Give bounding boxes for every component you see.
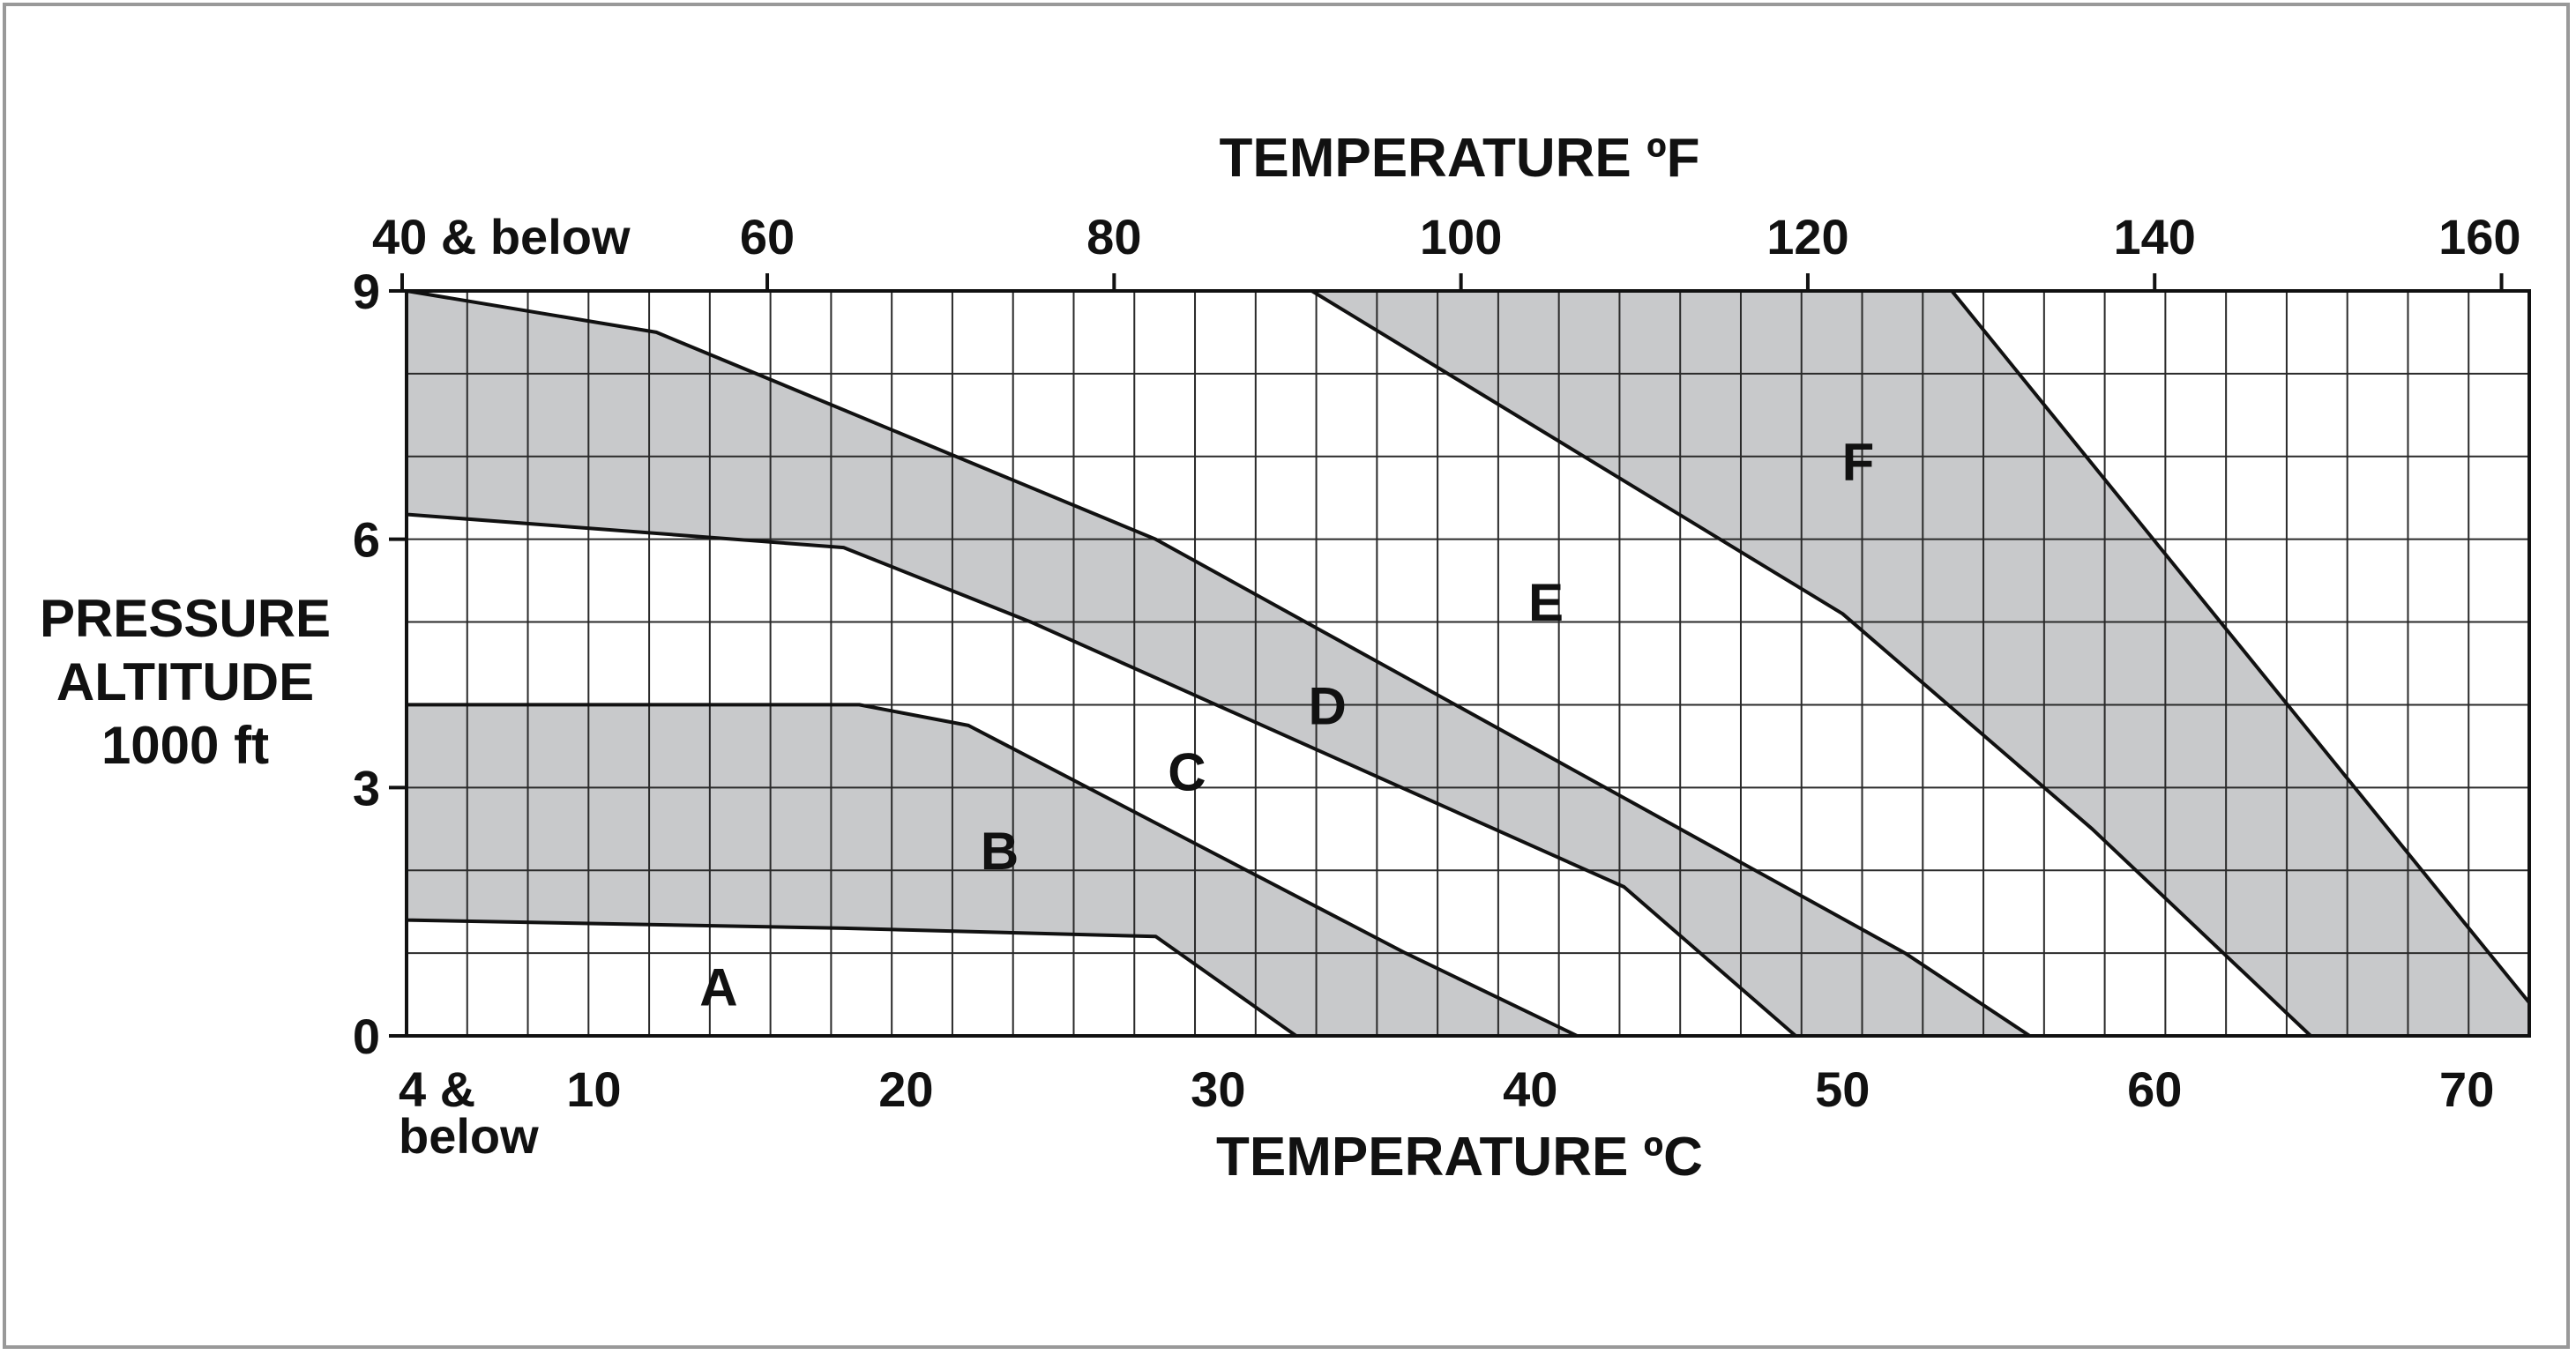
chart-grid [407,291,2529,1036]
x-axis-title: TEMPERATURE ºC [1216,1127,1703,1187]
x-tick-label-fahrenheit: 160 [2438,209,2520,264]
plot-border [405,289,2531,1038]
y-axis-ticks: 0 3 6 9 [353,264,407,1064]
region-label-B: B [981,822,1019,881]
band-D [407,291,2030,1036]
x-tick-label-celsius: 40 [1503,1061,1557,1117]
y-axis-title-line3: 1000 ft [101,716,269,775]
y-axis-title-line2: ALTITUDE [56,652,314,711]
x-tick-label-fahrenheit: 60 [740,209,795,264]
region-label-F: F [1842,432,1875,491]
x-axis-fahrenheit-ticks: 40 & below 60 80 100 120 140 160 [372,209,2521,291]
x-tick-label-celsius: 50 [1815,1061,1870,1117]
y-tick-label: 3 [353,760,380,815]
x-first-tick-label-line2: below [399,1108,539,1164]
y-tick-label: 6 [353,512,380,568]
x-tick-label-fahrenheit: 40 & below [372,209,631,264]
region-label-E: E [1528,573,1564,632]
x-tick-label-celsius: 60 [2127,1061,2182,1117]
y-axis-title-line1: PRESSURE [40,589,331,648]
x-tick-label-fahrenheit: 100 [1420,209,1502,264]
x-tick-label-celsius: 10 [566,1061,621,1117]
x-tick-label-celsius: 20 [878,1061,933,1117]
x-tick-label-celsius: 30 [1191,1061,1245,1117]
x-tick-label-fahrenheit: 80 [1086,209,1141,264]
y-tick-label: 9 [353,264,380,319]
top-axis-title: TEMPERATURE ºF [1219,128,1699,189]
y-tick-label: 0 [353,1009,380,1064]
region-label-D: D [1309,676,1347,735]
x-tick-label-fahrenheit: 120 [1766,209,1848,264]
region-label-A: A [699,958,737,1017]
x-first-tick-label-line1: 4 & [399,1061,475,1117]
region-labels: A B C D E F [699,432,1874,1016]
x-axis-celsius-ticks: 10 20 30 40 50 60 70 [566,1061,2494,1117]
x-tick-label-celsius: 70 [2439,1061,2494,1117]
shaded-bands [407,291,2529,1036]
band-F [1311,291,2529,1036]
x-tick-label-fahrenheit: 140 [2114,209,2196,264]
region-label-C: C [1168,743,1206,802]
